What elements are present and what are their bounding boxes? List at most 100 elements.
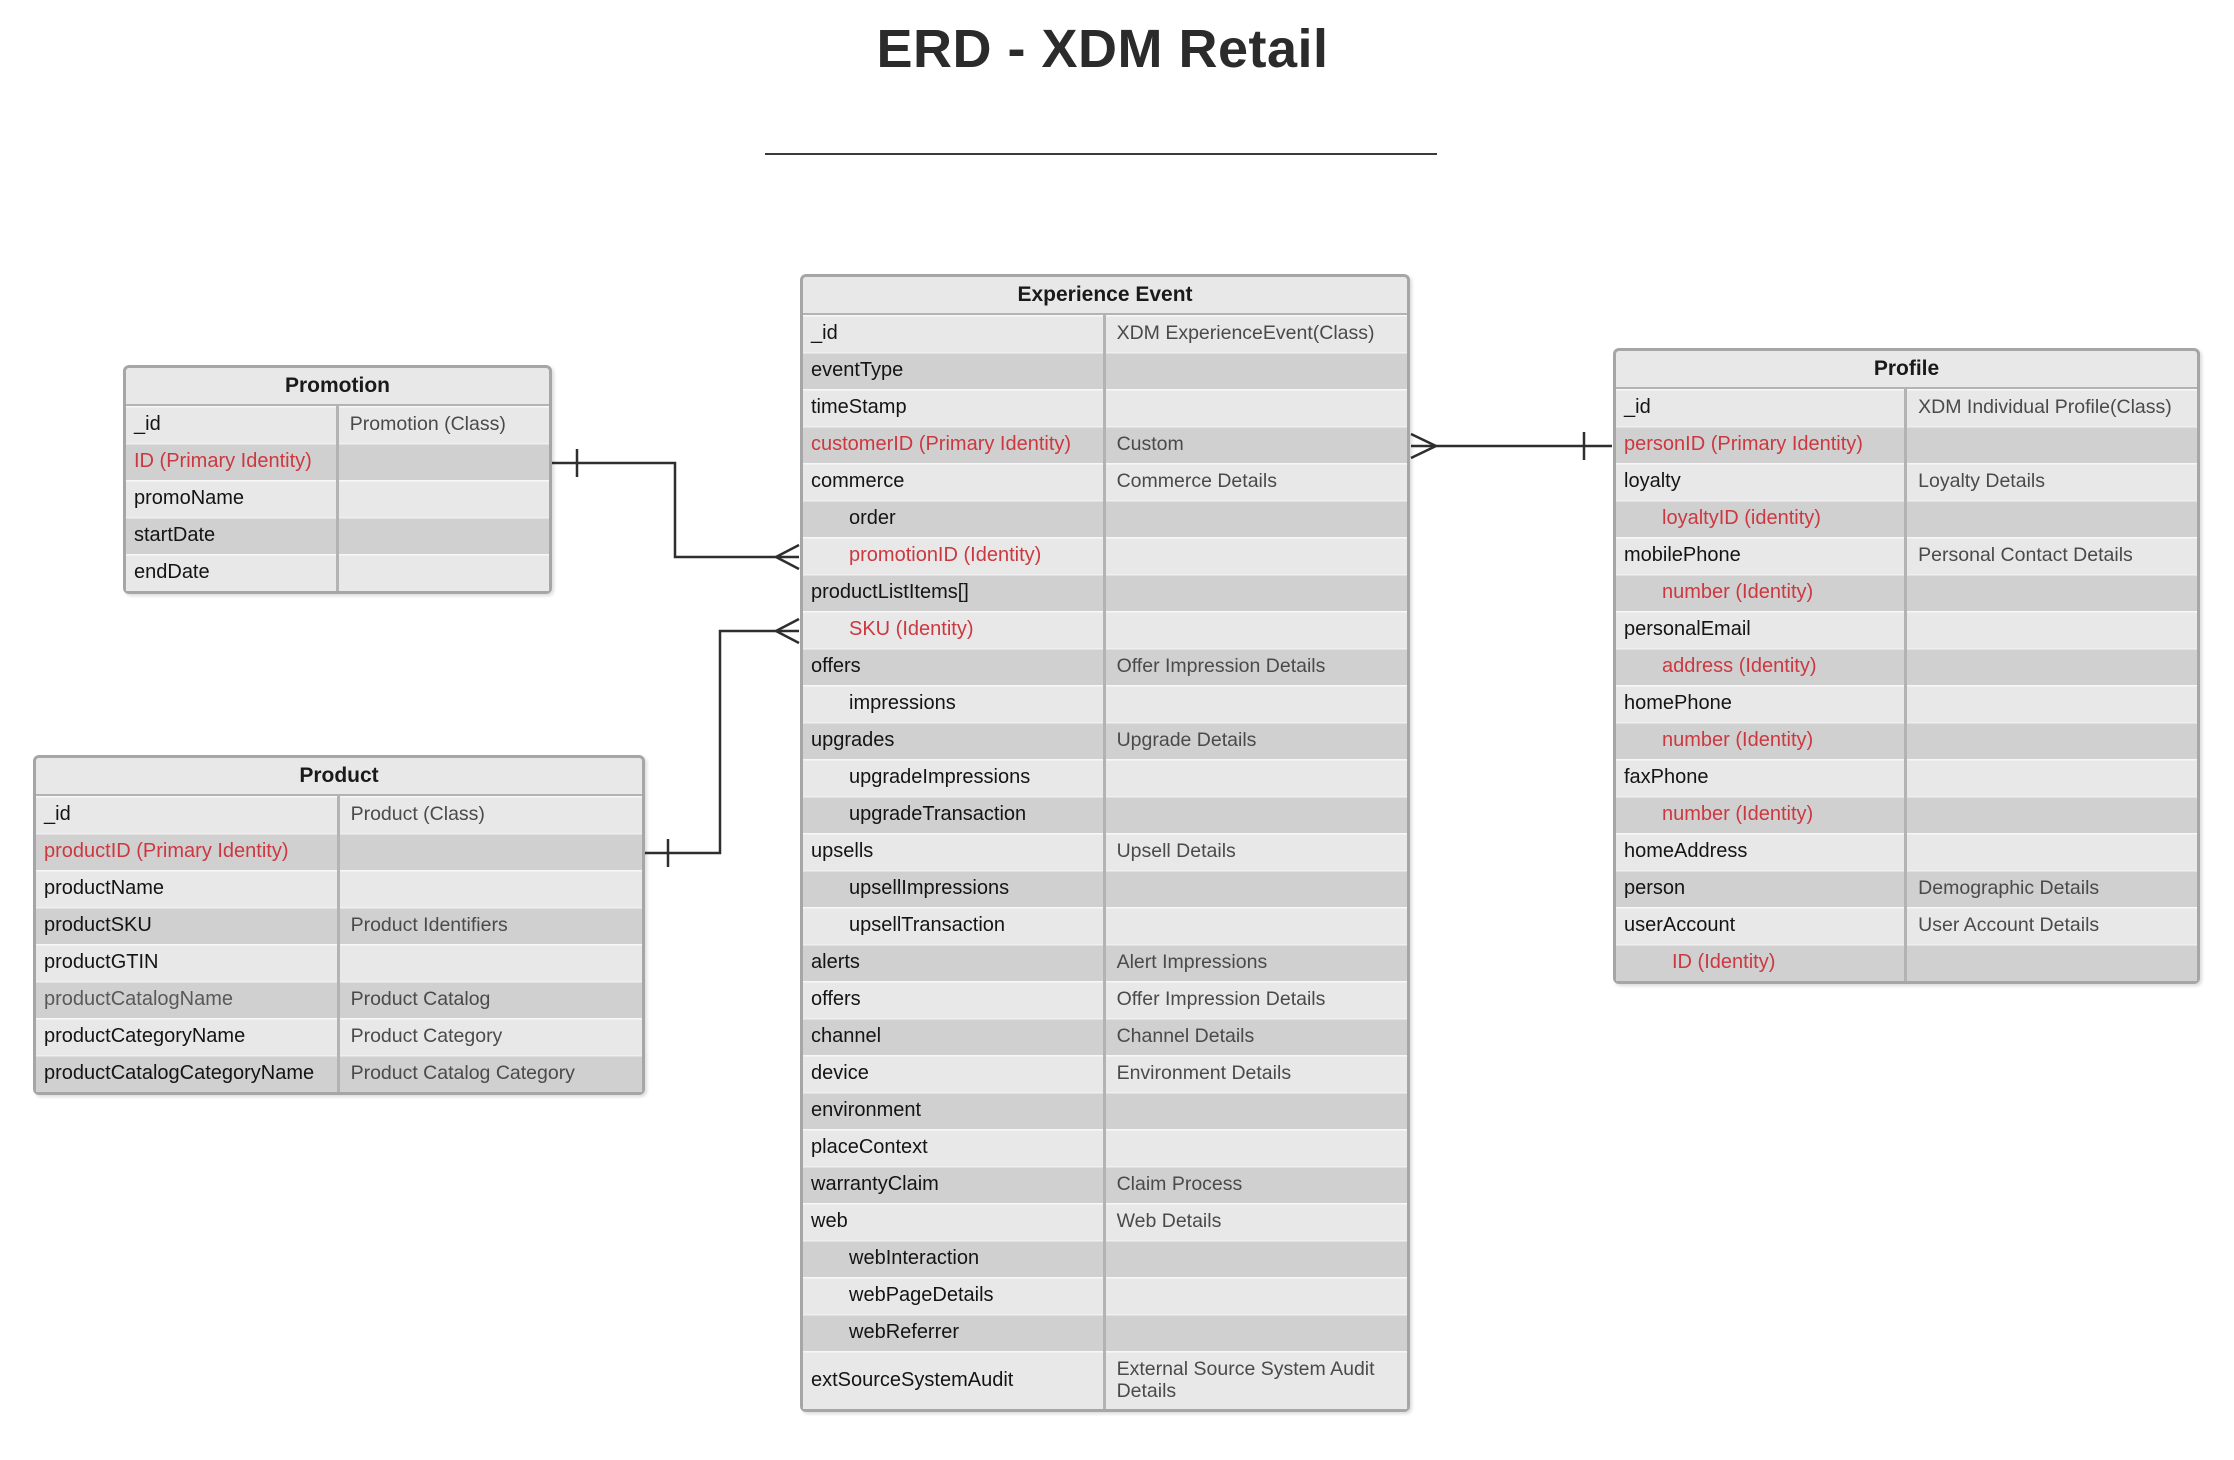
field-order: order <box>849 507 896 529</box>
field-description <box>1904 833 2197 870</box>
field-webinteraction: webInteraction <box>849 1247 980 1269</box>
field-customerid-primary-identity: customerID (Primary Identity) <box>811 433 1072 455</box>
field-description: Product Catalog <box>350 988 491 1011</box>
field-description <box>1103 796 1407 833</box>
relationship-product-to-experience-event[interactable] <box>645 617 800 867</box>
field-description <box>336 443 549 480</box>
field-mobilephone: mobilePhone <box>1624 544 1741 566</box>
field-homeaddress: homeAddress <box>1624 840 1748 862</box>
relationship-experience-event-to-profile[interactable] <box>1410 432 1612 460</box>
field-description <box>1103 500 1407 537</box>
field-webpagedetails: webPageDetails <box>849 1284 994 1306</box>
field-description <box>1904 685 2197 722</box>
field-upsells: upsells <box>811 840 874 862</box>
field-description <box>1103 907 1407 944</box>
column-divider <box>1102 315 1106 1409</box>
field-description <box>1103 537 1407 574</box>
field-promoname: promoName <box>134 487 245 509</box>
field-description <box>1904 796 2197 833</box>
entity-title: Promotion <box>126 368 549 406</box>
field-upgrades: upgrades <box>811 729 895 751</box>
field-timestamp: timeStamp <box>811 396 907 418</box>
field-offers: offers <box>811 655 861 677</box>
field-description <box>336 517 549 554</box>
field-upgradeimpressions: upgradeImpressions <box>849 766 1031 788</box>
field-productid-primary-identity: productID (Primary Identity) <box>44 840 289 862</box>
field-environment: environment <box>811 1099 922 1121</box>
relationship-line[interactable] <box>552 461 799 559</box>
cardinality-many-crowfoot <box>775 617 800 645</box>
field-description: XDM ExperienceEvent(Class) <box>1116 322 1375 345</box>
field-description <box>1103 1092 1407 1129</box>
field-description <box>1103 1129 1407 1166</box>
field-description: Demographic Details <box>1918 877 2100 900</box>
relationship-promotion-to-experience-event[interactable] <box>552 449 800 571</box>
field-commerce: commerce <box>811 470 905 492</box>
field-id: _id <box>811 322 838 344</box>
field-productgtin: productGTIN <box>44 951 159 973</box>
field-description <box>1103 611 1407 648</box>
relationship-line[interactable] <box>645 629 799 855</box>
column-divider <box>335 406 339 591</box>
field-enddate: endDate <box>134 561 210 583</box>
field-upsellimpressions: upsellImpressions <box>849 877 1010 899</box>
field-description <box>1904 611 2197 648</box>
field-personalemail: personalEmail <box>1624 618 1751 640</box>
field-description <box>337 870 642 907</box>
field-personid-primary-identity: personID (Primary Identity) <box>1624 433 1863 455</box>
column-divider <box>336 796 340 1092</box>
field-startdate: startDate <box>134 524 216 546</box>
field-description <box>1904 500 2197 537</box>
field-description <box>1103 352 1407 389</box>
field-sku-identity: SKU (Identity) <box>849 618 974 640</box>
field-extsourcesystemaudit: extSourceSystemAudit <box>811 1368 1014 1391</box>
field-promotionid-identity: promotionID (Identity) <box>849 544 1042 566</box>
field-description: Environment Details <box>1116 1062 1292 1085</box>
field-faxphone: faxPhone <box>1624 766 1709 788</box>
field-id-primary-identity: ID (Primary Identity) <box>134 450 312 472</box>
field-description <box>1904 759 2197 796</box>
field-productcatalogcategoryname: productCatalogCategoryName <box>44 1062 315 1084</box>
field-description <box>1103 759 1407 796</box>
field-description: Upgrade Details <box>1116 729 1257 752</box>
field-alerts: alerts <box>811 951 860 973</box>
field-description <box>336 554 549 591</box>
field-description: Upsell Details <box>1116 840 1236 863</box>
cardinality-many-crowfoot <box>1410 432 1437 460</box>
column-divider <box>1904 389 1908 981</box>
field-description: Claim Process <box>1116 1173 1243 1196</box>
field-webreferrer: webReferrer <box>849 1321 960 1343</box>
field-description: User Account Details <box>1918 914 2100 937</box>
field-description: Product Catalog Category <box>350 1062 575 1085</box>
field-person: person <box>1624 877 1686 899</box>
field-productlistitems: productListItems[] <box>811 581 969 603</box>
field-description: Web Details <box>1116 1210 1222 1233</box>
field-upselltransaction: upsellTransaction <box>849 914 1006 936</box>
field-description: Product Identifiers <box>350 914 508 937</box>
field-description <box>1103 389 1407 426</box>
field-web: web <box>811 1210 848 1232</box>
field-productsku: productSKU <box>44 914 152 936</box>
field-description: Commerce Details <box>1116 470 1277 493</box>
field-placecontext: placeContext <box>811 1136 928 1158</box>
field-description: External Source System Audit Details <box>1116 1357 1375 1402</box>
field-productname: productName <box>44 877 165 899</box>
field-id-identity: ID (Identity) <box>1672 951 1776 973</box>
field-description: Loyalty Details <box>1918 470 2045 493</box>
entity-experience-event[interactable]: Experience Event _id XDM ExperienceEvent(C… <box>800 274 1410 1412</box>
entity-title: Experience Event <box>803 277 1407 315</box>
cardinality-many-crowfoot <box>775 543 800 571</box>
field-description <box>337 944 642 981</box>
field-loyaltyid-identity: loyaltyID (identity) <box>1662 507 1821 529</box>
field-description: Channel Details <box>1116 1025 1255 1048</box>
field-impressions: impressions <box>849 692 956 714</box>
field-address-identity: address (Identity) <box>1662 655 1817 677</box>
field-description <box>1904 944 2197 981</box>
field-channel: channel <box>811 1025 882 1047</box>
